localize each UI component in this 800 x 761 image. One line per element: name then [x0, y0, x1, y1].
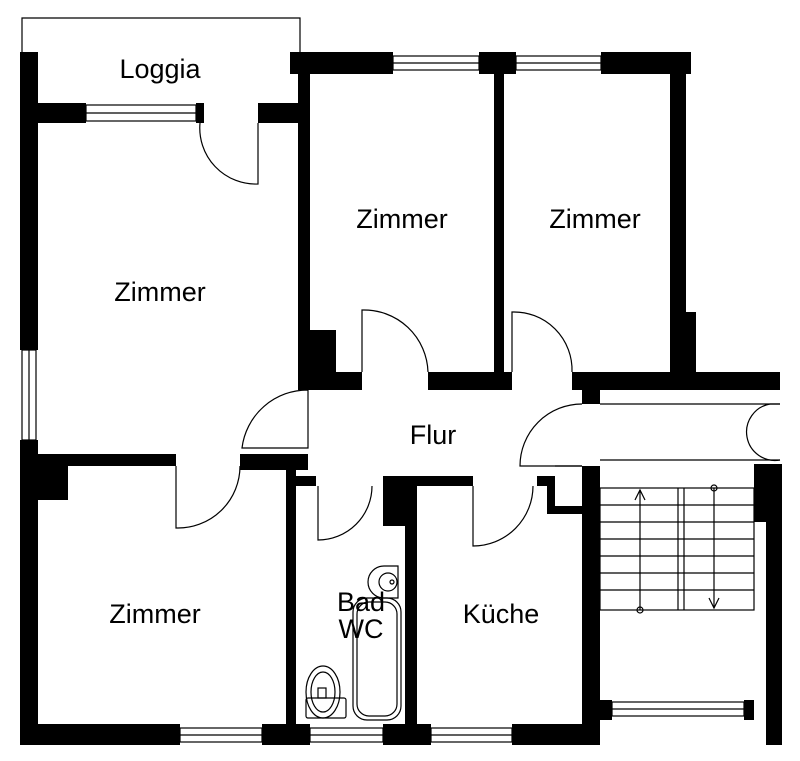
staircase [599, 484, 755, 614]
loggia-outline [21, 17, 301, 52]
label-bad: Bad [337, 587, 385, 617]
sink [367, 565, 399, 599]
windows [21, 55, 745, 743]
label-zimmer-bottom-left: Zimmer [109, 599, 200, 629]
label-zimmer-top-middle: Zimmer [356, 204, 447, 234]
label-zimmer-large: Zimmer [114, 277, 205, 307]
hall-lines [555, 403, 780, 467]
label-zimmer-top-right: Zimmer [549, 204, 640, 234]
bathtub [352, 597, 402, 721]
label-loggia: Loggia [119, 54, 201, 84]
label-flur: Flur [410, 420, 457, 450]
label-wc: WC [339, 614, 384, 644]
label-kueche: Küche [463, 599, 540, 629]
walls [20, 52, 782, 745]
doors [175, 122, 781, 547]
toilet [305, 665, 347, 719]
